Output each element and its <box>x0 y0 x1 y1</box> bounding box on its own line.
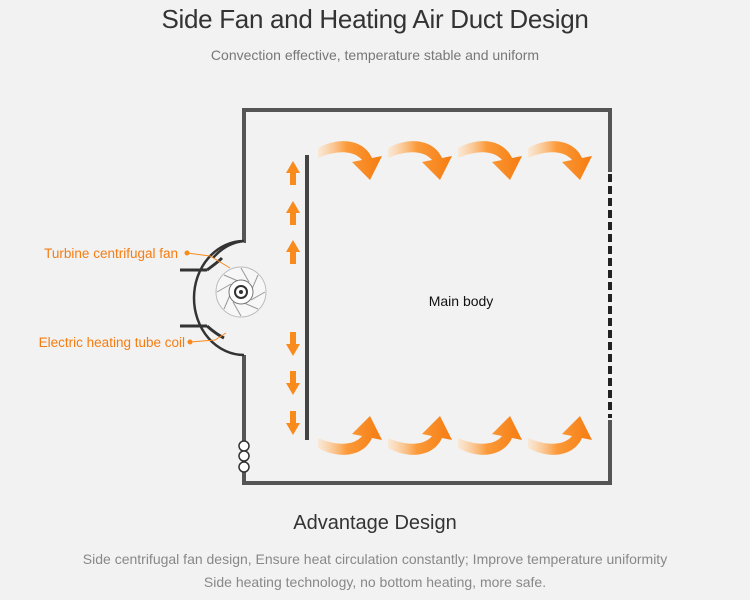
chamber-frame <box>242 108 612 485</box>
advantage-line-1: Side centrifugal fan design, Ensure heat… <box>82 551 668 567</box>
airflow-top-arrows <box>318 141 592 180</box>
page-title: Side Fan and Heating Air Duct Design <box>161 4 589 34</box>
advantage-heading: Advantage Design <box>293 512 457 534</box>
main-body-label: Main body <box>429 293 494 309</box>
turbine-fan-icon <box>215 266 267 318</box>
coil-label: Electric heating tube coil <box>39 335 185 350</box>
fan-label: Turbine centrifugal fan <box>44 246 178 261</box>
heating-coil-icon <box>238 440 250 473</box>
advantage-line-2: Side heating technology, no bottom heati… <box>203 574 547 590</box>
label-leaders <box>184 250 231 345</box>
airflow-bottom-arrows <box>318 416 592 455</box>
airflow-up-arrows <box>286 161 300 264</box>
page-subtitle: Convection effective, temperature stable… <box>210 47 540 63</box>
airflow-down-arrows <box>286 332 300 435</box>
